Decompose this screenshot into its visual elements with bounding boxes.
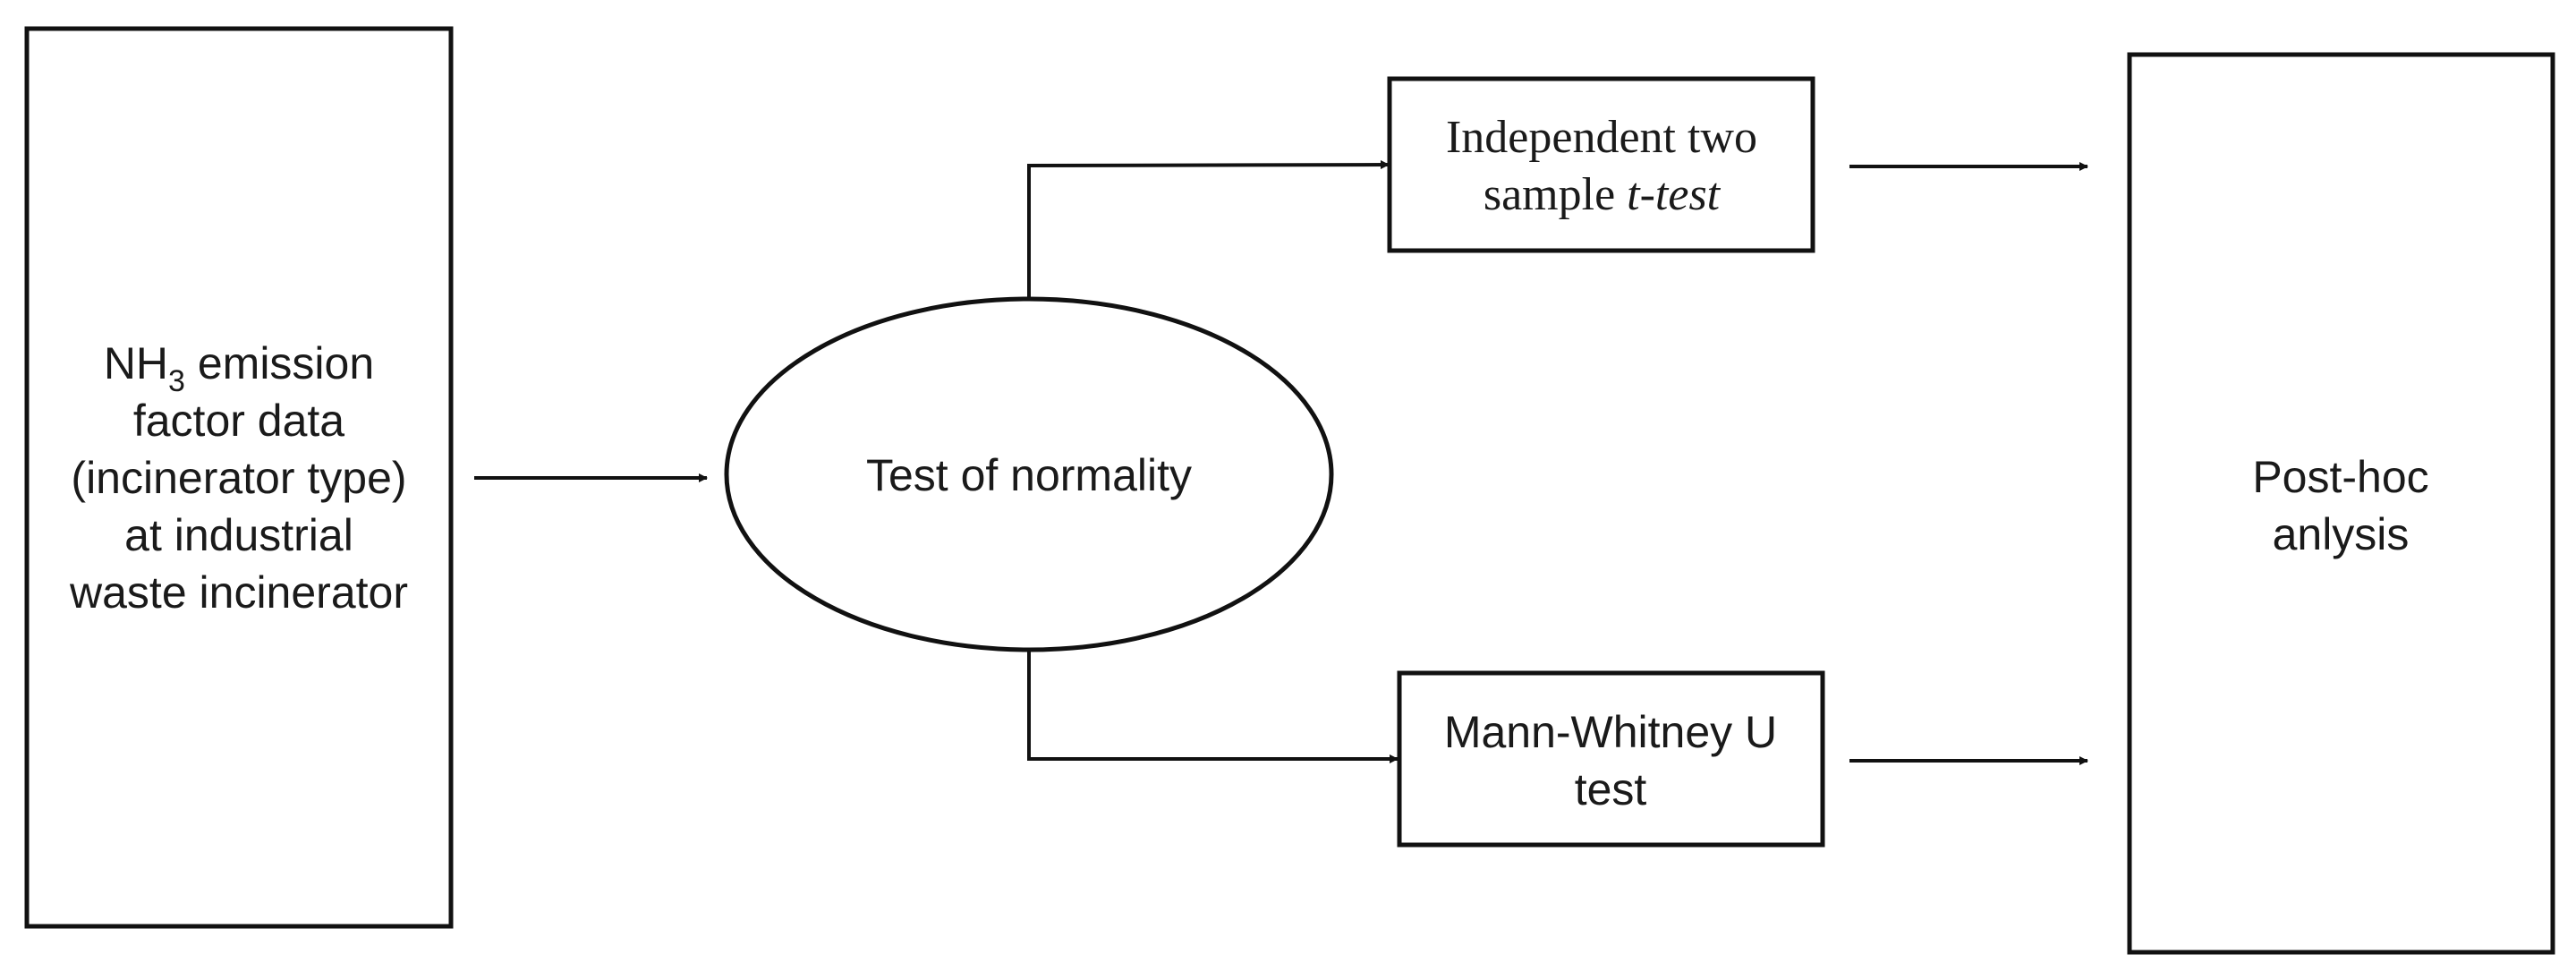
ttest-line-1: Independent two bbox=[1446, 112, 1757, 163]
mannwhitney-box: Mann-Whitney U test bbox=[1397, 670, 1825, 848]
input-line-3: (incinerator type) bbox=[71, 453, 406, 503]
input-line-4: at industrial bbox=[124, 510, 353, 560]
input-data-box: NH3 emission factor data (incinerator ty… bbox=[24, 26, 454, 929]
mannwhitney-line-2: test bbox=[1575, 764, 1647, 814]
arrow-normality-to-mannwhitney bbox=[1027, 650, 1399, 763]
input-line-2: factor data bbox=[133, 396, 344, 446]
normality-label: Test of normality bbox=[866, 450, 1192, 500]
mannwhitney-line-1: Mann-Whitney U bbox=[1444, 707, 1777, 757]
input-line-1: NH3 emission bbox=[104, 338, 374, 398]
posthoc-line-2: anlysis bbox=[2273, 509, 2410, 559]
posthoc-box: Post-hoc anlysis bbox=[2127, 52, 2555, 955]
ttest-box: Independent two sample t-test bbox=[1387, 76, 1815, 253]
posthoc-line-1: Post-hoc bbox=[2252, 452, 2428, 502]
input-line-5: waste incinerator bbox=[69, 567, 408, 618]
arrow-normality-to-ttest bbox=[1027, 160, 1390, 299]
normality-test-node: Test of normality bbox=[724, 296, 1334, 652]
ttest-line-2: sample t-test bbox=[1484, 169, 1722, 220]
